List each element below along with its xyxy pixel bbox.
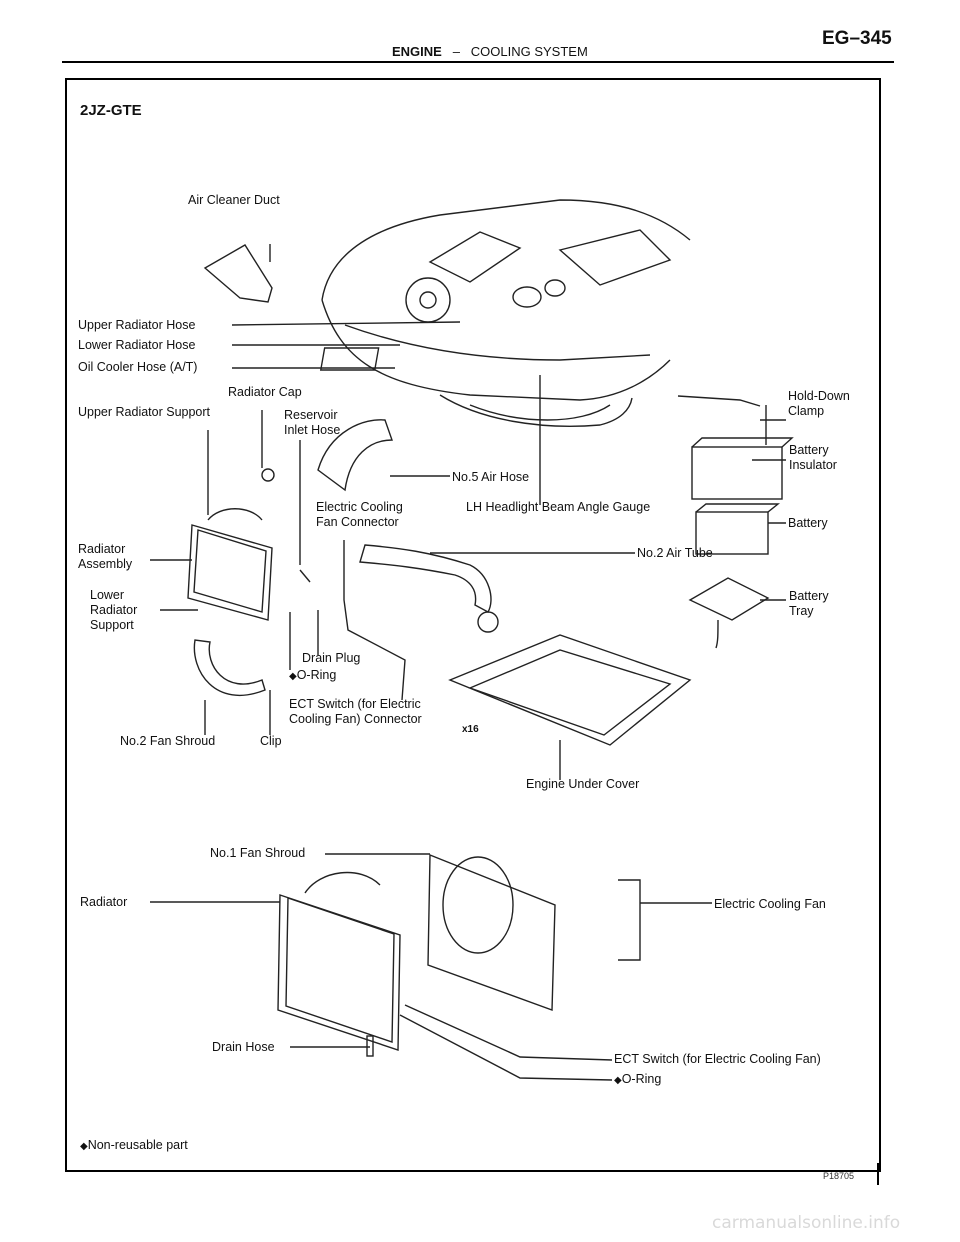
upper-radiator-support-label: Upper Radiator Support [78,405,211,419]
watermark: carmanualsonline.info [712,1213,901,1233]
engine-under-cover-drawing [448,634,692,780]
radiator-cap-label: Radiator Cap [228,385,302,399]
vehicle-body-drawing [319,199,691,427]
o-ring-label: O-Ring [289,668,337,684]
oil-cooler-hose-label: Oil Cooler Hose (A/T) [78,360,198,374]
header-separator: – [452,44,460,59]
no5-air-hose-label: No.5 Air Hose [452,470,530,484]
page-number: EG–345 [822,28,892,49]
engine-under-cover-label: Engine Under Cover [526,777,640,791]
no2-air-tube-label: No.2 Air Tube [637,546,713,560]
reservoir-inlet-hose-label: Reservoir Inlet Hose [284,408,341,437]
section-title: ENGINE [392,44,442,59]
battery-label: Battery [788,516,828,530]
subsection-title: COOLING SYSTEM [470,44,588,59]
no2-fan-shroud-label: No.2 Fan Shroud [120,734,216,748]
electric-cooling-fan-connector-label: Electric Cooling Fan Connector [316,500,403,529]
battery-area-drawing [677,395,794,649]
upper-radiator-hose-label: Upper Radiator Hose [78,318,196,332]
clip-label: Clip [260,734,282,748]
battery-insulator-label: Battery Insulator [789,443,837,472]
hold-down-clamp-label: Hold-Down Clamp [788,389,850,418]
air-cleaner-duct-drawing [203,244,273,303]
ect-switch-label: ECT Switch (for Electric Cooling Fan) [614,1052,821,1066]
frame-corner-tick [877,1163,879,1185]
no2-fan-shroud-drawing [193,639,266,697]
drain-plug-label: Drain Plug [302,651,361,665]
bolt-count-label: x16 [462,724,479,735]
no2-air-tube-drawing [359,544,492,613]
electric-cooling-fan-label: Electric Cooling Fan [714,897,826,911]
header-rule [62,61,894,63]
non-reusable-legend: Non-reusable part [80,1138,188,1154]
radiator-label: Radiator [80,895,128,909]
diagram-frame [65,78,881,1172]
figure-code: P18705 [823,1171,855,1181]
no1-fan-shroud-label: No.1 Fan Shroud [210,846,306,860]
no5-air-hose-drawing [317,419,393,492]
lower-radiator-hose-label: Lower Radiator Hose [78,338,196,352]
drain-hose-label: Drain Hose [212,1040,275,1054]
engine-model-label: 2JZ-GTE [80,102,142,119]
lh-headlight-gauge-label: LH Headlight Beam Angle Gauge [466,500,651,514]
ect-switch-connector-label: ECT Switch (for Electric Cooling Fan) Co… [289,697,422,726]
lower-radiator-support-label: Lower Radiator Support [90,588,138,632]
air-cleaner-duct-label: Air Cleaner Duct [188,193,280,207]
lower-exploded-drawing [150,853,712,1081]
running-header: ENGINE – COOLING SYSTEM [392,44,588,59]
o-ring-label-2: O-Ring [614,1072,662,1088]
battery-tray-label: Battery Tray [789,589,829,618]
radiator-assembly-drawing [150,508,273,621]
radiator-assembly-label: Radiator Assembly [78,542,133,571]
